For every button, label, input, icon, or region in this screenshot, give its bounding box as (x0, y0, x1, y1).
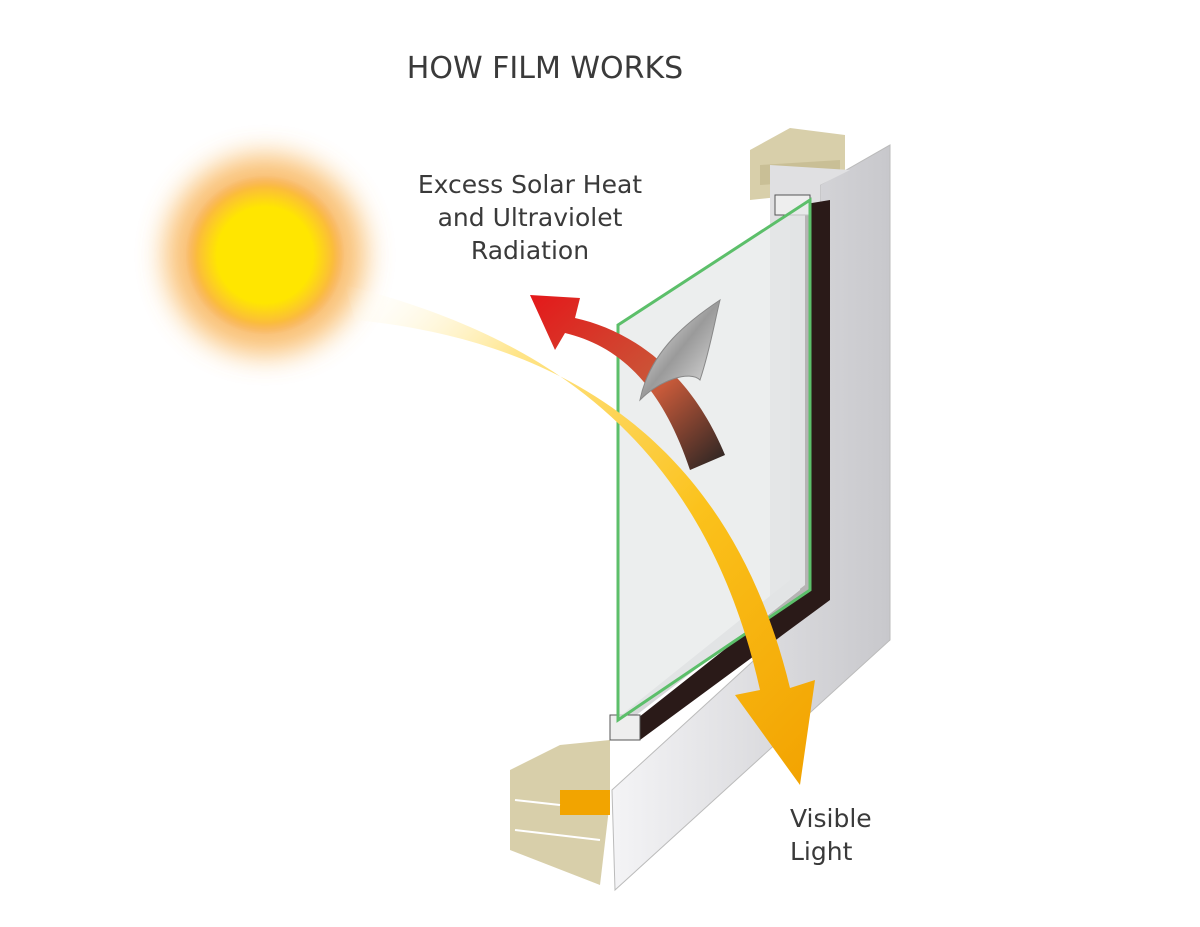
reflected-label-line: and Ultraviolet (437, 203, 623, 232)
reflected-label-line: Radiation (470, 236, 590, 265)
wall-bottom (510, 740, 610, 885)
peeling-film (639, 298, 721, 402)
diagram-title: HOW FILM WORKS (406, 51, 684, 86)
visible-label-line: Light (790, 837, 853, 866)
visible-light-label: Visible Light (790, 802, 900, 868)
reflected-label: Excess Solar Heat and Ultraviolet Radiat… (380, 168, 680, 267)
visible-label-line: Visible (790, 804, 872, 833)
sun-icon (165, 155, 365, 355)
visible-light-arrow (345, 285, 815, 785)
reflected-label-line: Excess Solar Heat (417, 170, 643, 199)
heat-reflection-arrow (530, 295, 725, 470)
glass-pane (616, 197, 812, 723)
